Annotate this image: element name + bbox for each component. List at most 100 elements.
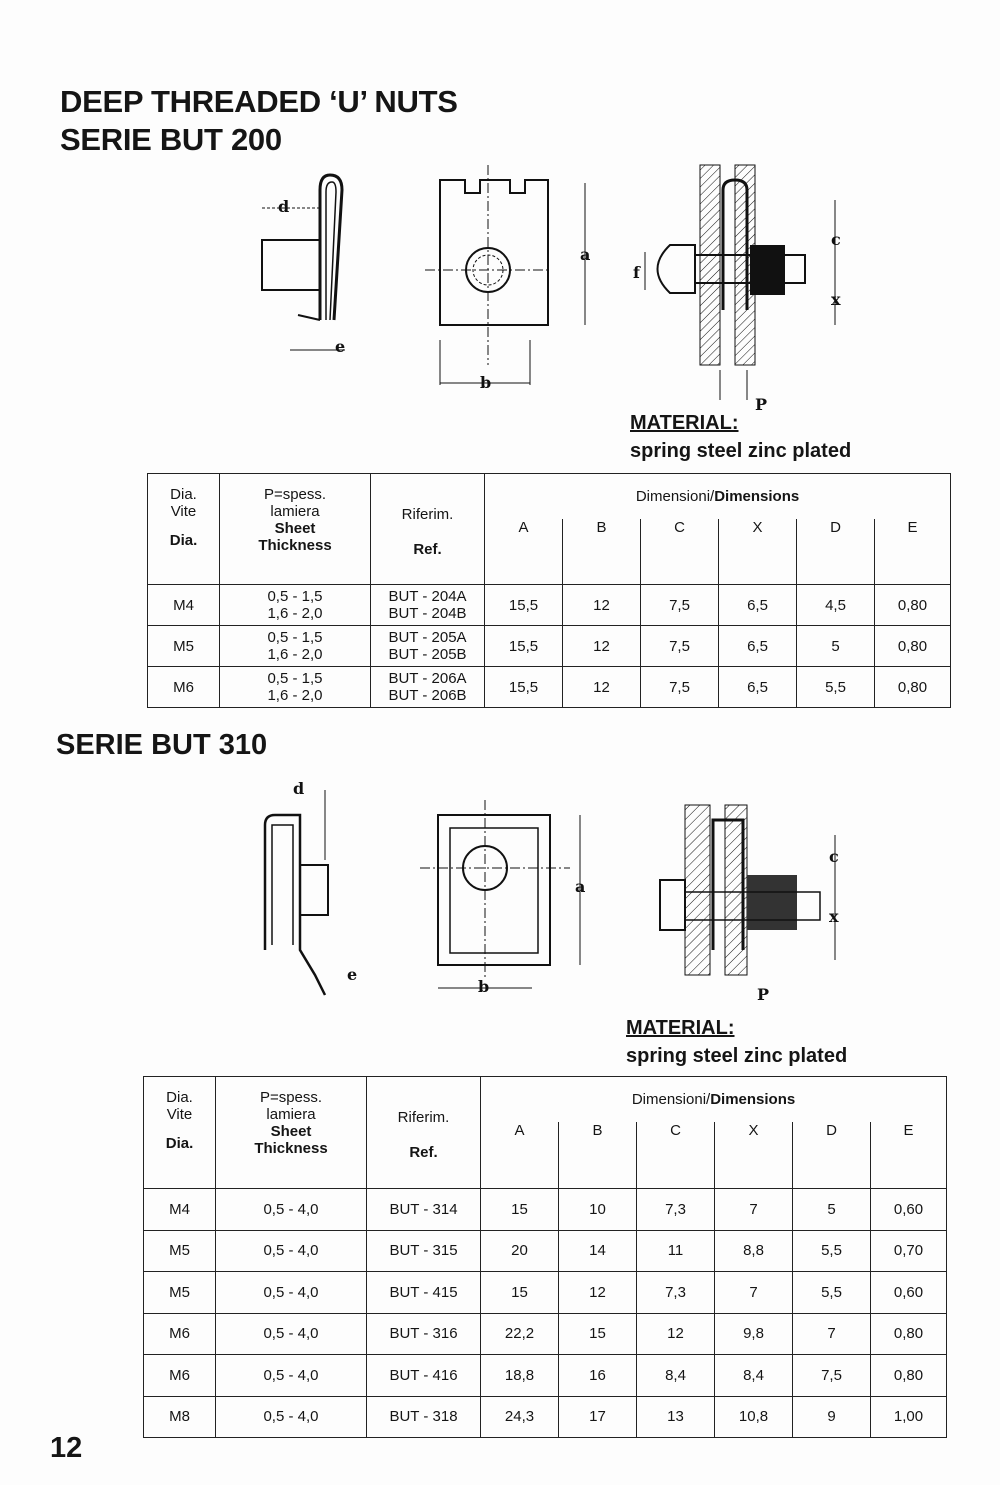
dim-label-p: P <box>755 395 767 414</box>
series-title-but200: SERIE BUT 200 <box>60 122 282 157</box>
cell-dim-e: 1,00 <box>869 1395 948 1438</box>
cell-dia: M4 <box>147 584 220 626</box>
material-text: spring steel zinc plated <box>630 440 852 462</box>
header-col-c: C <box>640 519 718 584</box>
cell-thickness: 0,5 - 4,0 <box>215 1229 367 1272</box>
cell-dia: M8 <box>143 1395 216 1438</box>
cell-dim-b: 12 <box>562 625 641 667</box>
dim-label-p: P <box>757 985 769 1004</box>
cell-dim-c: 12 <box>636 1312 715 1355</box>
cell-dim-b: 12 <box>562 666 641 708</box>
dim-label-c: c <box>831 230 841 249</box>
dim-label-b: b <box>480 373 491 392</box>
header-ref: Riferim.Ref. <box>366 1076 481 1189</box>
cell-dia: M6 <box>143 1354 216 1397</box>
cell-ref: BUT - 314 <box>366 1188 481 1231</box>
cell-dim-a: 15,5 <box>484 625 563 667</box>
cell-dim-b: 12 <box>562 584 641 626</box>
cell-thickness: 0,5 - 4,0 <box>215 1354 367 1397</box>
material-note-but200: MATERIAL: spring steel zinc plated <box>630 409 851 465</box>
cell-dim-b: 12 <box>558 1271 637 1314</box>
cell-dim-c: 13 <box>636 1395 715 1438</box>
page-number: 12 <box>50 1432 83 1464</box>
cell-ref: BUT - 316 <box>366 1312 481 1355</box>
cell-dim-b: 17 <box>558 1395 637 1438</box>
cell-dim-a: 15 <box>480 1188 559 1231</box>
dim-label-e: e <box>347 965 357 984</box>
dim-label-x: x <box>829 907 839 926</box>
side-view-diagram-but310: d e <box>263 779 357 996</box>
cell-dim-a: 15,5 <box>484 584 563 626</box>
cell-dim-x: 6,5 <box>718 666 797 708</box>
cell-dim-a: 15 <box>480 1271 559 1314</box>
cell-dim-b: 16 <box>558 1354 637 1397</box>
cell-dim-a: 20 <box>480 1229 559 1272</box>
series-title-but310: SERIE BUT 310 <box>56 729 268 761</box>
dim-label-a: a <box>575 877 585 896</box>
cell-thickness: 0,5 - 4,0 <box>215 1188 367 1231</box>
cell-dim-d: 5,5 <box>792 1229 871 1272</box>
header-col-a: A <box>518 519 529 536</box>
assembly-diagram-but200: c f x P <box>633 164 841 414</box>
cell-dim-e: 0,80 <box>873 625 952 667</box>
material-heading: MATERIAL: <box>630 412 739 434</box>
cell-dim-x: 7 <box>714 1188 793 1231</box>
dim-label-e: e <box>335 337 345 356</box>
dim-label-c: c <box>829 847 839 866</box>
cell-dim-b: 10 <box>558 1188 637 1231</box>
cell-dim-e: 0,60 <box>869 1271 948 1314</box>
cell-dim-e: 0,80 <box>873 666 952 708</box>
cell-dim-e: 0,70 <box>869 1229 948 1272</box>
cell-dim-x: 8,4 <box>714 1354 793 1397</box>
header-col-b: B <box>558 1122 636 1188</box>
header-col-a: A <box>514 1122 525 1139</box>
cell-dim-x: 9,8 <box>714 1312 793 1355</box>
cell-ref: BUT - 318 <box>366 1395 481 1438</box>
header-col-e: E <box>874 519 950 584</box>
cell-dim-e: 0,80 <box>869 1312 948 1355</box>
dim-label-d: d <box>293 779 304 798</box>
cell-dim-d: 5,5 <box>796 666 875 708</box>
front-view-diagram-but310: a b <box>420 800 585 996</box>
cell-dim-a: 22,2 <box>480 1312 559 1355</box>
cell-dim-x: 6,5 <box>718 584 797 626</box>
cell-dim-a: 24,3 <box>480 1395 559 1438</box>
material-note-but310: MATERIAL: spring steel zinc plated <box>626 1014 847 1070</box>
cell-dim-d: 5,5 <box>792 1271 871 1314</box>
cell-dim-e: 0,60 <box>869 1188 948 1231</box>
material-text: spring steel zinc plated <box>626 1045 848 1067</box>
cell-ref: BUT - 415 <box>366 1271 481 1314</box>
cell-dia: M5 <box>143 1271 216 1314</box>
cell-dim-x: 10,8 <box>714 1395 793 1438</box>
dim-label-a: a <box>580 245 590 264</box>
header-col-c: C <box>636 1122 714 1188</box>
dim-label-d: d <box>278 197 289 216</box>
header-col-d: D <box>792 1122 870 1188</box>
cell-dim-x: 8,8 <box>714 1229 793 1272</box>
header-col-d: D <box>796 519 874 584</box>
cell-dim-d: 5 <box>796 625 875 667</box>
cell-dim-c: 7,5 <box>640 666 719 708</box>
cell-dia: M5 <box>143 1229 216 1272</box>
dim-label-b: b <box>478 977 489 996</box>
cell-dim-d: 7,5 <box>792 1354 871 1397</box>
cell-dim-d: 7 <box>792 1312 871 1355</box>
cell-dim-d: 4,5 <box>796 584 875 626</box>
